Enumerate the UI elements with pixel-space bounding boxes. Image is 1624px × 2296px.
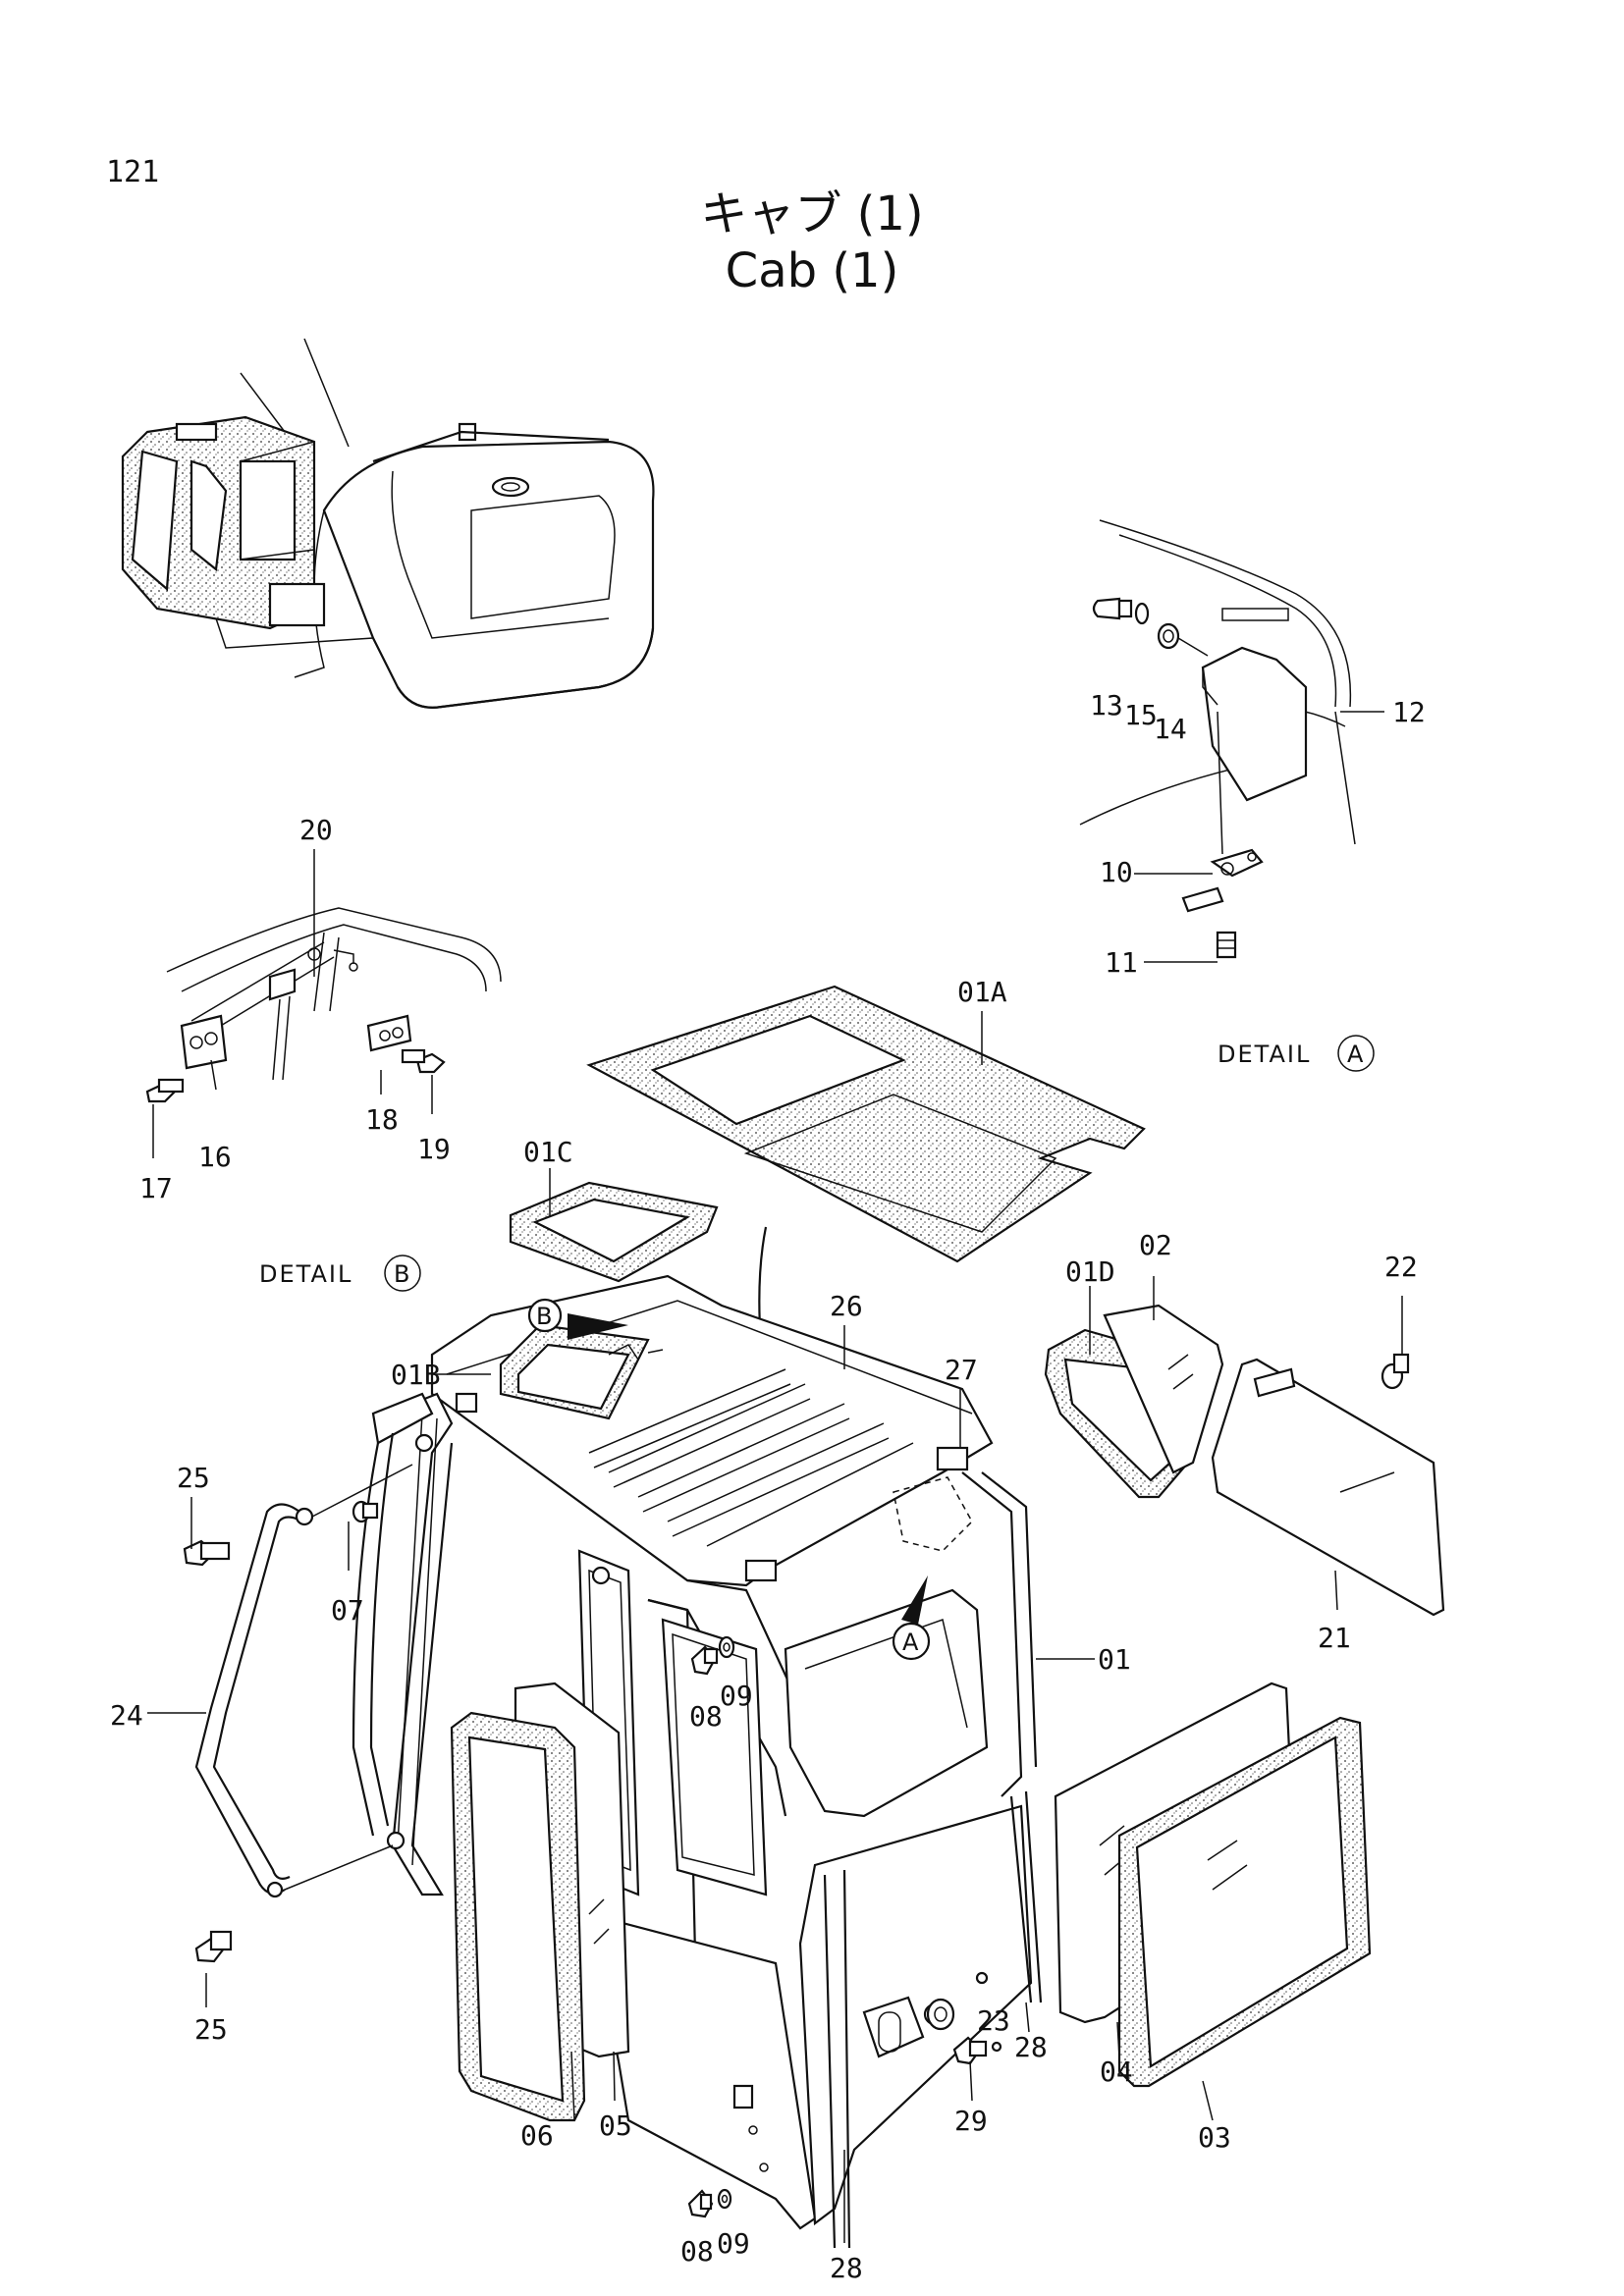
label-16: 16 <box>198 1141 232 1173</box>
glass-02 <box>1103 1304 1224 1474</box>
detail-b-letter: B <box>394 1260 411 1288</box>
screw-22 <box>1380 1353 1410 1390</box>
label-28-right: 28 <box>1014 2031 1048 2063</box>
washer-09-upper <box>718 1635 735 1659</box>
label-22: 22 <box>1384 1251 1418 1283</box>
marker-a-letter: A <box>902 1629 920 1656</box>
label-28-lower: 28 <box>830 2252 863 2284</box>
marker-b-letter: B <box>536 1303 554 1330</box>
label-23: 23 <box>977 2004 1010 2037</box>
label-09-upper: 09 <box>720 1680 753 1712</box>
detail-a-text: DETAIL <box>1218 1041 1311 1068</box>
label-25-upper: 25 <box>177 1462 210 1494</box>
label-14: 14 <box>1154 713 1187 745</box>
bolt-25-lower <box>194 1930 233 1963</box>
leader-lines <box>147 711 1403 2243</box>
label-05: 05 <box>599 2109 632 2142</box>
label-01a: 01A <box>957 976 1007 1008</box>
gasket-01c <box>509 1181 719 1283</box>
label-09-lower: 09 <box>717 2227 750 2260</box>
bolt-29 <box>952 2036 988 2065</box>
label-08-lower: 08 <box>680 2235 714 2268</box>
label-13: 13 <box>1090 689 1123 721</box>
gasket-06 <box>450 1711 586 2122</box>
label-18: 18 <box>365 1103 399 1136</box>
label-11: 11 <box>1105 946 1138 979</box>
bolt-07 <box>352 1500 379 1523</box>
label-07: 07 <box>331 1594 364 1627</box>
detail-b-text: DETAIL <box>259 1260 352 1288</box>
label-26: 26 <box>830 1290 863 1322</box>
label-04: 04 <box>1100 2056 1133 2088</box>
label-10: 10 <box>1100 856 1133 888</box>
panel-21 <box>1211 1358 1445 1617</box>
label-17: 17 <box>139 1172 173 1204</box>
label-15: 15 <box>1124 699 1158 731</box>
label-29: 29 <box>954 2105 988 2137</box>
detail-b-caption: DETAIL B <box>259 1255 421 1292</box>
label-06: 06 <box>520 2119 554 2152</box>
grommet-23 <box>926 1998 955 2031</box>
machine-overview <box>121 338 655 709</box>
gasket-03 <box>1117 1716 1372 2088</box>
fastener-08-lower <box>687 2189 714 2218</box>
label-08-upper: 08 <box>689 1700 723 1733</box>
label-19: 19 <box>417 1133 451 1165</box>
label-27: 27 <box>945 1354 978 1386</box>
label-02: 02 <box>1139 1229 1172 1261</box>
marker-a: A <box>892 1575 931 1661</box>
label-03: 03 <box>1198 2121 1231 2154</box>
roof-liner-01a <box>586 985 1146 1346</box>
detail-a-drawing <box>1079 519 1356 959</box>
label-01c: 01C <box>523 1136 573 1168</box>
marker-b: B <box>527 1298 628 1340</box>
fastener-08-upper <box>690 1645 719 1676</box>
label-24: 24 <box>110 1699 143 1732</box>
page-title-english: Cab (1) <box>725 243 899 298</box>
label-01d: 01D <box>1065 1255 1115 1288</box>
page-number: 121 <box>106 155 160 189</box>
detail-b-drawing <box>145 907 502 1103</box>
label-01: 01 <box>1098 1643 1131 1676</box>
label-01b: 01B <box>391 1359 441 1391</box>
page-title-japanese: キャブ (1) <box>700 187 924 241</box>
detail-a-caption: DETAIL A <box>1218 1035 1375 1072</box>
callout-labels: 01 01A 01B 01C 01D 02 03 04 05 06 07 08 … <box>110 689 1426 2284</box>
label-21: 21 <box>1318 1622 1351 1654</box>
label-12: 12 <box>1392 696 1426 728</box>
washer-09-lower <box>717 2188 732 2210</box>
label-25-lower: 25 <box>194 2013 228 2046</box>
detail-a-letter: A <box>1347 1041 1365 1068</box>
handrail-24 <box>194 1464 413 1898</box>
label-20: 20 <box>299 814 333 846</box>
